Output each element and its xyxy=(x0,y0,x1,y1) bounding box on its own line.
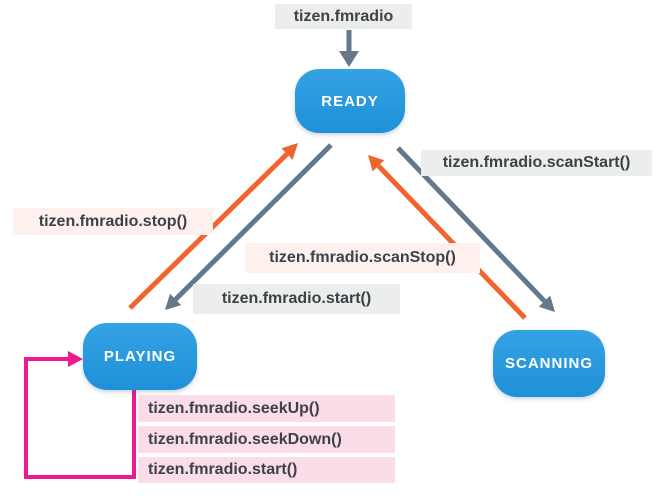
transition-label-init: tizen.fmradio xyxy=(275,4,412,29)
transition-label-loop-start: tizen.fmradio.start() xyxy=(138,457,395,483)
transition-label-stop: tizen.fmradio.stop() xyxy=(13,208,213,235)
state-node-ready: READY xyxy=(295,69,405,133)
transition-label-seek-down: tizen.fmradio.seekDown() xyxy=(138,426,395,453)
transition-label-start: tizen.fmradio.start() xyxy=(193,284,400,314)
arrow-init-to-ready xyxy=(339,30,359,67)
transition-label-scan-start: tizen.fmradio.scanStart() xyxy=(421,150,652,176)
transition-label-seek-up: tizen.fmradio.seekUp() xyxy=(138,395,395,422)
arrow-scanning-to-ready xyxy=(368,155,527,320)
transition-label-scan-stop: tizen.fmradio.scanStop() xyxy=(245,243,480,273)
state-node-playing: PLAYING xyxy=(83,323,197,390)
state-label-scanning: SCANNING xyxy=(504,355,593,372)
arrow-ready-to-playing xyxy=(165,143,333,310)
arrow-playing-self-loop xyxy=(24,351,136,479)
state-node-scanning: SCANNING xyxy=(493,330,605,397)
state-label-ready: READY xyxy=(321,92,379,110)
state-label-playing: PLAYING xyxy=(103,348,177,365)
